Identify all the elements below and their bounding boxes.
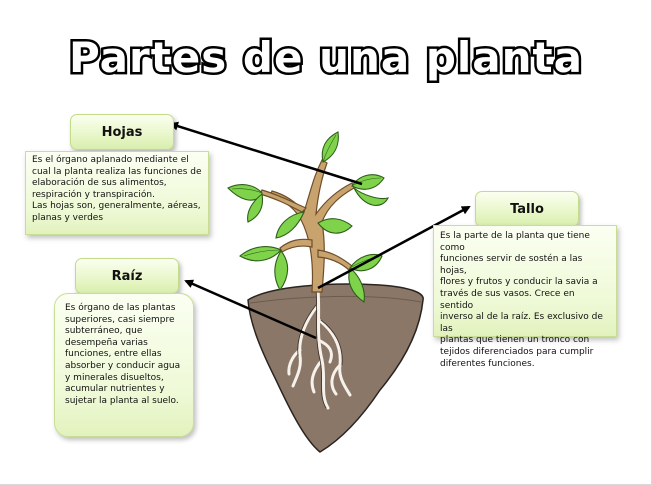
stem [259,159,355,293]
description-line: acumular nutrientes y [65,384,165,395]
description-line: respiración y transpiración. [32,189,155,200]
leaves [227,131,390,303]
description-hojas: Es el órgano aplanado mediante el cual l… [25,151,209,235]
description-line: diferentes funciones. [440,358,535,369]
label-raiz-text: Raíz [111,268,143,284]
description-line: inverso al de la raíz. Es exclusivo de l… [440,312,603,334]
roots [287,288,352,410]
description-line: Es la parte de la planta que tiene como [440,231,590,253]
description-line: tejidos diferenciados para cumplir [440,346,594,357]
description-line: superiores, casi siempre [65,314,175,325]
description-tallo: Es la parte de la planta que tiene como … [433,225,617,369]
description-line: cual la planta realiza las funciones de [32,166,202,177]
description-line: través de sus vasos. Crece en sentido [440,288,575,311]
description-line: absorber y conducir agua [65,360,181,371]
arrow-hojas [169,121,363,186]
label-hojas: Hojas [70,114,174,150]
description-line: subterráneo, que [65,326,143,337]
arrow-tallo [317,205,471,290]
label-hojas-text: Hojas [101,124,143,140]
description-line: Es el órgano aplanado mediante el [32,155,189,165]
label-tallo: Tallo [475,191,579,227]
description-line: flores y frutos y conducir la savia a [440,277,598,288]
description-line: plantas que tienen un tronco con [440,335,590,346]
description-line: sujetar la planta al suelo. [65,395,179,406]
description-line: Es órgano de las plantas [65,303,176,313]
description-raiz: Es órgano de las plantas superiores, cas… [54,293,194,437]
description-line: Las hojas son, generalmente, aéreas, [32,201,201,212]
description-line: planas y verdes [32,212,104,223]
description-line: elaboración de sus alimentos, [32,178,167,189]
page-title: Partes de una planta [67,31,585,85]
description-line: funciones, entre ellas [65,349,162,360]
arrow-raiz [184,279,317,340]
label-raiz: Raíz [75,258,179,294]
description-line: y minerales disueltos, [65,372,164,383]
description-line: desempeña varias [65,337,148,348]
label-tallo-text: Tallo [510,201,544,217]
description-line: funciones servir de sostén a las hojas, [440,254,583,276]
